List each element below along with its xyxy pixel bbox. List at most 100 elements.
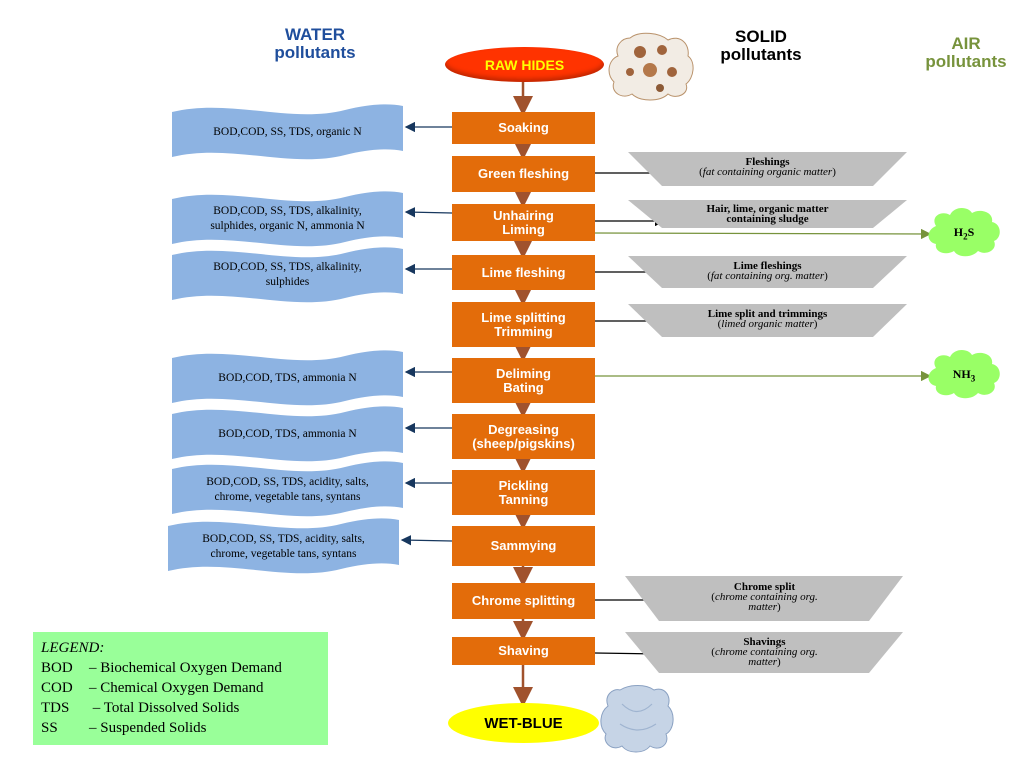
solid-title: Shavings bbox=[743, 636, 786, 648]
water-header-line2: pollutants bbox=[274, 43, 356, 62]
paren-open: ( bbox=[711, 591, 715, 603]
solid-title: Hair, lime, organic matter bbox=[706, 203, 829, 215]
step-label-2: Tanning bbox=[498, 491, 549, 507]
wet-blue-hide-icon bbox=[600, 685, 674, 753]
water-arrow-2 bbox=[404, 206, 453, 218]
legend-abbr: COD bbox=[41, 680, 73, 696]
water-banner-shape-4 bbox=[172, 350, 403, 406]
step-sammying: Sammying bbox=[452, 526, 595, 566]
legend-abbr: TDS bbox=[41, 700, 70, 716]
paren-open: ( bbox=[711, 646, 715, 658]
step-label: Chrome splitting bbox=[471, 593, 576, 608]
wet-blue-label: WET-BLUE bbox=[484, 714, 563, 732]
wet-blue-node: WET-BLUE bbox=[448, 703, 599, 743]
step-shaving: Shaving bbox=[452, 637, 595, 665]
solid-detail: fat containing organic matter bbox=[702, 166, 833, 178]
raw-hides-node: RAW HIDES bbox=[445, 47, 604, 82]
solid-trapezoid-6 bbox=[625, 632, 903, 673]
legend-text: – Biochemical Oxygen Demand bbox=[89, 660, 282, 676]
step-label-2: Liming bbox=[502, 221, 545, 237]
air-formula-sub: 2 bbox=[963, 231, 968, 242]
step-label-2: Bating bbox=[503, 379, 544, 395]
water-banner-2: BOD,COD, SS, TDS, alkalinity, sulphides,… bbox=[172, 199, 403, 239]
water-banner-7: BOD,COD, SS, TDS, acidity, salts, chrome… bbox=[168, 526, 399, 568]
water-banner-text: BOD,COD, SS, TDS, alkalinity, bbox=[213, 205, 362, 217]
air-h2s-label: H2S bbox=[936, 225, 992, 241]
solid-title: Fleshings bbox=[745, 156, 790, 168]
legend: LEGEND: BOD– Biochemical Oxygen Demand C… bbox=[33, 632, 328, 745]
step-lime-fleshing: Lime fleshing bbox=[452, 255, 595, 290]
air-header: AIR pollutants bbox=[906, 35, 1024, 71]
solid-title: Lime split and trimmings bbox=[707, 308, 828, 320]
solid-label-4: Lime split and trimmings (limed organic … bbox=[662, 308, 873, 330]
water-banner-text-2: chrome, vegetable tans, syntans bbox=[210, 548, 357, 560]
solid-trapezoid-1 bbox=[628, 152, 907, 186]
solid-label-1: Fleshings (fat containing organic matter… bbox=[662, 156, 873, 178]
step-label: Deliming bbox=[496, 365, 551, 381]
paren-close: ) bbox=[777, 601, 781, 613]
legend-item: COD – Chemical Oxygen Demand bbox=[41, 678, 320, 698]
step-label: Soaking bbox=[498, 120, 549, 135]
solid-detail: chrome containing org. bbox=[714, 646, 818, 658]
step-unhairing-liming: Unhairing Liming bbox=[452, 204, 595, 241]
air-formula-base: H bbox=[953, 225, 964, 239]
water-banner-shape-7 bbox=[168, 518, 399, 574]
solid-label-5: Chrome split (chrome containing org. mat… bbox=[662, 581, 867, 613]
step-label: Sammying bbox=[490, 538, 557, 553]
step-degreasing: Degreasing (sheep/pigskins) bbox=[452, 414, 595, 459]
air-header-line1: AIR bbox=[951, 34, 981, 53]
water-banner-text: BOD,COD, SS, TDS, organic N bbox=[213, 125, 362, 138]
air-formula-tail: S bbox=[967, 225, 975, 239]
legend-item: SS – Suspended Solids bbox=[41, 718, 320, 738]
step-green-fleshing: Green fleshing bbox=[452, 156, 595, 192]
solid-label-3: Lime fleshings (fat containing org. matt… bbox=[662, 260, 873, 282]
air-formula-sub: 3 bbox=[970, 373, 976, 384]
step-pickling-tanning: Pickling Tanning bbox=[452, 470, 595, 515]
water-arrow-7 bbox=[400, 534, 453, 546]
solid-trapezoid-5 bbox=[625, 576, 903, 621]
water-banner-text-2: sulphides, organic N, ammonia N bbox=[210, 220, 365, 232]
water-banner-shape-3 bbox=[172, 247, 403, 303]
water-banner-shape-2 bbox=[172, 191, 403, 247]
step-label: Shaving bbox=[498, 643, 549, 658]
air-nh3-label: NH3 bbox=[936, 367, 992, 383]
water-banner-shape-1 bbox=[172, 104, 403, 160]
water-header: WATER pollutants bbox=[255, 26, 375, 62]
water-banner-5: BOD,COD, TDS, ammonia N bbox=[172, 414, 403, 454]
solid-header-line1: SOLID bbox=[735, 27, 787, 46]
step-label: Pickling bbox=[498, 477, 549, 493]
raw-hide-icon bbox=[608, 32, 694, 101]
water-banner-text: BOD,COD, TDS, ammonia N bbox=[218, 371, 357, 384]
water-banner-6: BOD,COD, SS, TDS, acidity, salts, chrome… bbox=[172, 469, 403, 511]
cloud-shape-2 bbox=[928, 349, 1000, 399]
solid-detail-2: matter bbox=[748, 601, 778, 613]
legend-text: – Suspended Solids bbox=[89, 720, 207, 736]
legend-abbr: SS bbox=[41, 720, 58, 736]
water-banner-shape-6 bbox=[172, 461, 403, 517]
water-banner-text: BOD,COD, TDS, ammonia N bbox=[218, 427, 357, 440]
step-label: Lime fleshing bbox=[481, 264, 566, 280]
solid-trapezoid-4 bbox=[628, 304, 907, 337]
cloud-shape-1 bbox=[928, 207, 1000, 257]
water-banner-text: BOD,COD, SS, TDS, acidity, salts, bbox=[206, 476, 369, 488]
water-banner-text-2: sulphides bbox=[265, 276, 310, 288]
water-header-line1: WATER bbox=[284, 25, 346, 44]
solid-title: Chrome split bbox=[733, 581, 796, 593]
legend-text: – Chemical Oxygen Demand bbox=[89, 680, 264, 696]
water-banner-text-2: chrome, vegetable tans, syntans bbox=[214, 491, 361, 503]
legend-text: – Total Dissolved Solids bbox=[89, 700, 240, 716]
legend-item: TDS – Total Dissolved Solids bbox=[41, 698, 320, 718]
solid-detail: fat containing org. matter bbox=[710, 270, 825, 282]
paren-open: ( bbox=[717, 318, 722, 330]
legend-abbr: BOD bbox=[41, 660, 73, 676]
solid-label-6: Shavings (chrome containing org. matter) bbox=[662, 636, 867, 668]
solid-trapezoid-2 bbox=[628, 200, 907, 228]
water-banner-1: BOD,COD, SS, TDS, organic N bbox=[172, 112, 403, 152]
water-banner-text: BOD,COD, SS, TDS, acidity, salts, bbox=[202, 533, 365, 545]
solid-title: Lime fleshings bbox=[733, 260, 802, 272]
step-deliming-bating: Deliming Bating bbox=[452, 358, 595, 403]
step-label-2: Trimming bbox=[494, 323, 553, 339]
step-label: Degreasing bbox=[488, 421, 559, 437]
step-label: Green fleshing bbox=[477, 166, 570, 181]
